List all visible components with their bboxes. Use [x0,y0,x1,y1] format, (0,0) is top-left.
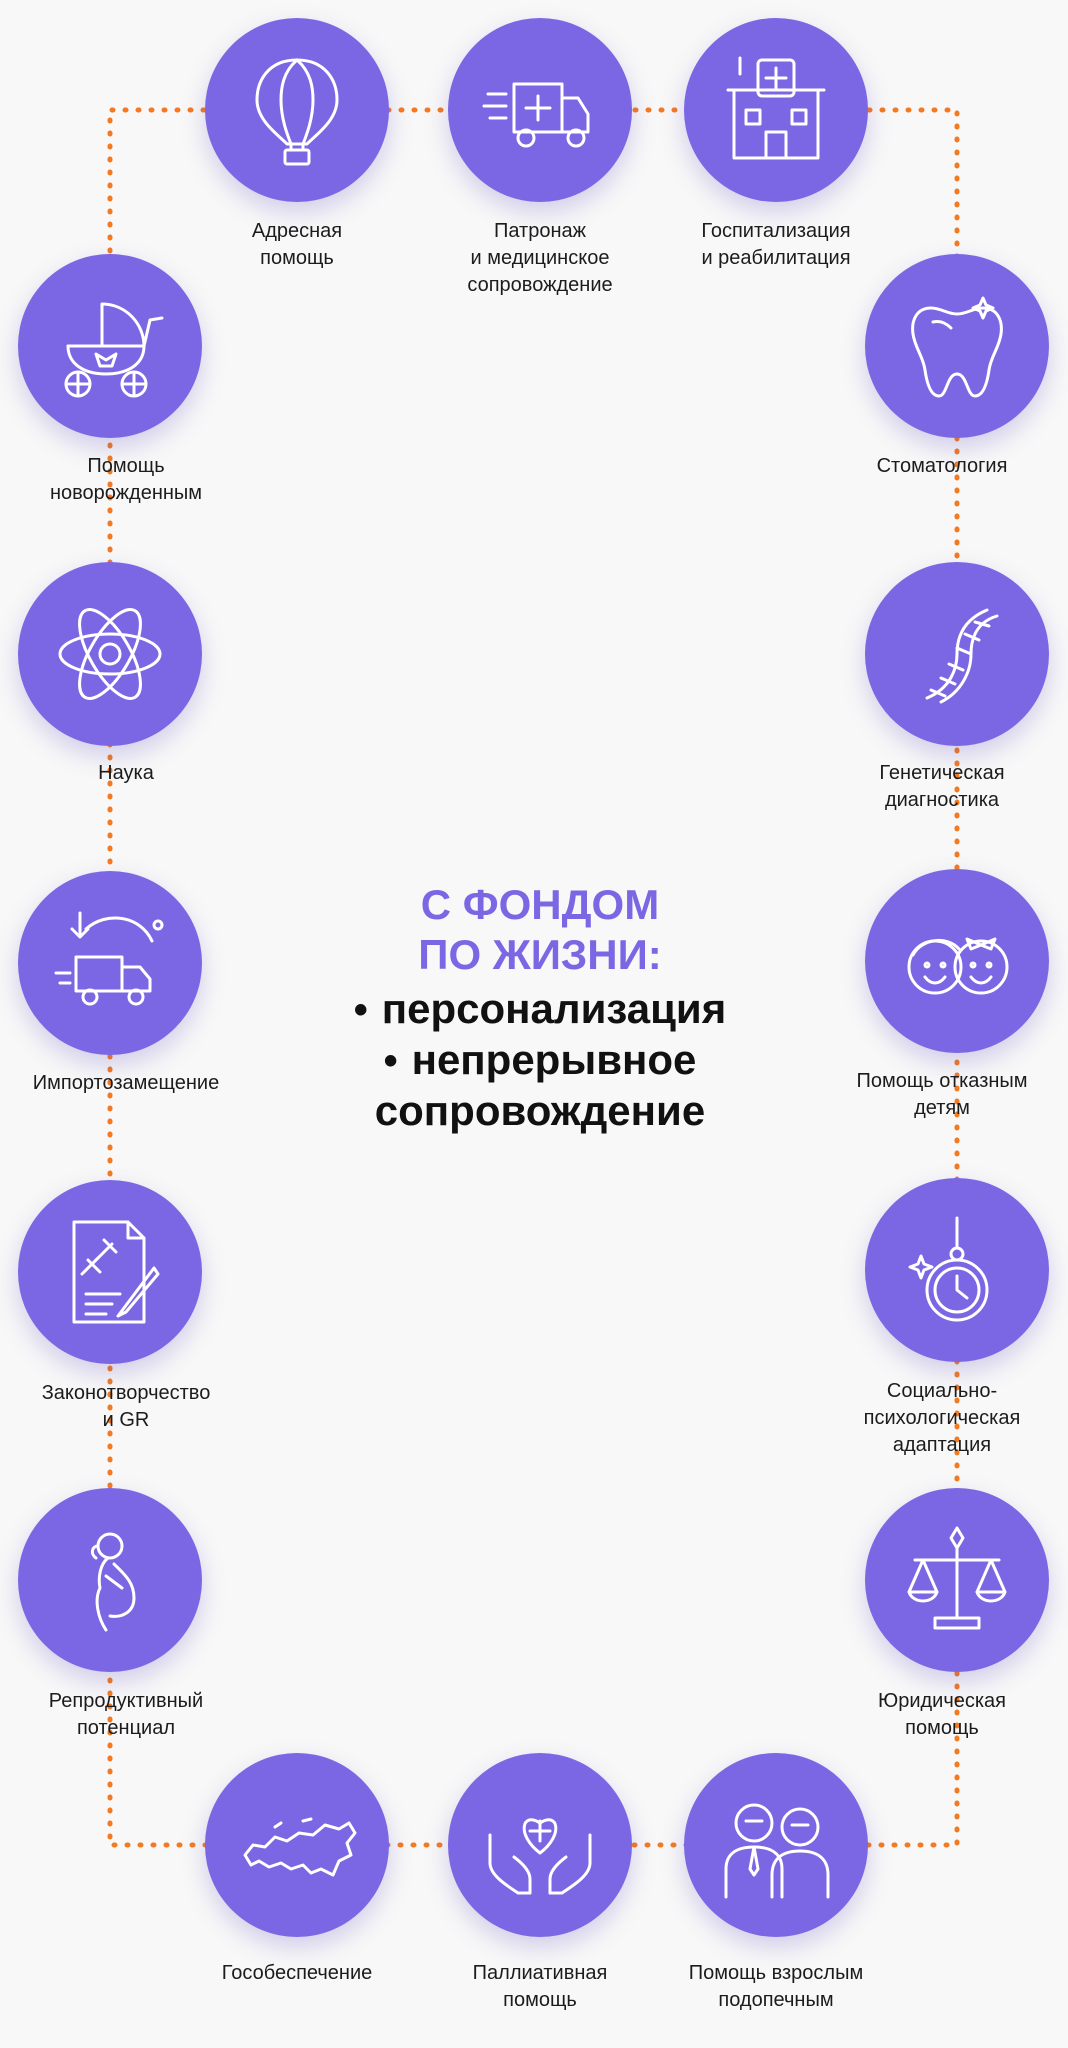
service-circle [18,1180,202,1364]
service-circle [18,562,202,746]
service-label: Госпитализация и реабилитация [701,220,851,269]
service-label: Патронаж и медицинское сопровождение [467,220,613,296]
atom-icon [58,608,162,700]
center-point-personalization: • персонализация [290,984,790,1035]
service-circle [205,1753,389,1937]
service-label: Помощь новорожденным [49,455,203,504]
service-circle [684,18,868,202]
center-point-label: непрерывное сопровождение [374,1036,706,1134]
bullet-icon: • [353,988,368,1032]
service-label: Наука [98,762,154,784]
children-faces-icon [907,937,1009,995]
bullet-icon: • [383,1039,398,1083]
service-label: Помощь взрослым подопечным [688,1962,864,2011]
pendulum-watch-icon [908,1216,989,1322]
service-circle [865,869,1049,1053]
service-circle [865,562,1049,746]
hot-air-balloon-icon [255,58,339,166]
service-label: Адресная помощь [251,220,343,269]
hospital-icon [726,56,826,160]
service-label: Паллиативная помощь [472,1962,608,2011]
service-label: Социально- психологическая адаптация [863,1380,1021,1456]
service-label: Законотворчество и GR [41,1382,211,1431]
hands-heart-icon [488,1818,592,1895]
service-circle [865,1178,1049,1362]
center-points: • персонализация •непрерывное сопровожден… [290,984,790,1136]
service-circle [448,1753,632,1937]
service-circle [205,18,389,202]
service-circle [865,254,1049,438]
dna-icon [925,608,999,704]
russia-map-icon [243,1817,357,1877]
service-label: Стоматология [876,455,1008,477]
pregnant-woman-icon [90,1532,136,1632]
service-label: Импортозамещение [32,1072,220,1094]
baby-stroller-icon [64,302,164,398]
ambulance-icon [482,82,590,148]
service-label: Репродуктивный потенциал [48,1690,204,1739]
service-circle [18,254,202,438]
tooth-icon [911,296,1003,398]
service-circle [18,1488,202,1672]
scales-icon [907,1526,1007,1630]
law-document-icon [72,1220,160,1324]
service-label: Генетическая диагностика [879,762,1005,811]
service-label: Гособеспечение [221,1962,373,1984]
center-point-label: персонализация [381,985,727,1032]
service-circle [18,871,202,1055]
center-point-continuous-support: •непрерывное сопровождение [290,1035,790,1136]
center-title: С ФОНДОМ ПО ЖИЗНИ: [418,881,662,978]
service-circle [448,18,632,202]
service-circle [684,1753,868,1937]
elderly-couple-icon [724,1803,830,1899]
globe-delivery-icon [54,911,164,1006]
service-circle [865,1488,1049,1672]
service-label: Юридическая помощь [877,1690,1007,1739]
service-label: Помощь отказным детям [856,1070,1028,1119]
